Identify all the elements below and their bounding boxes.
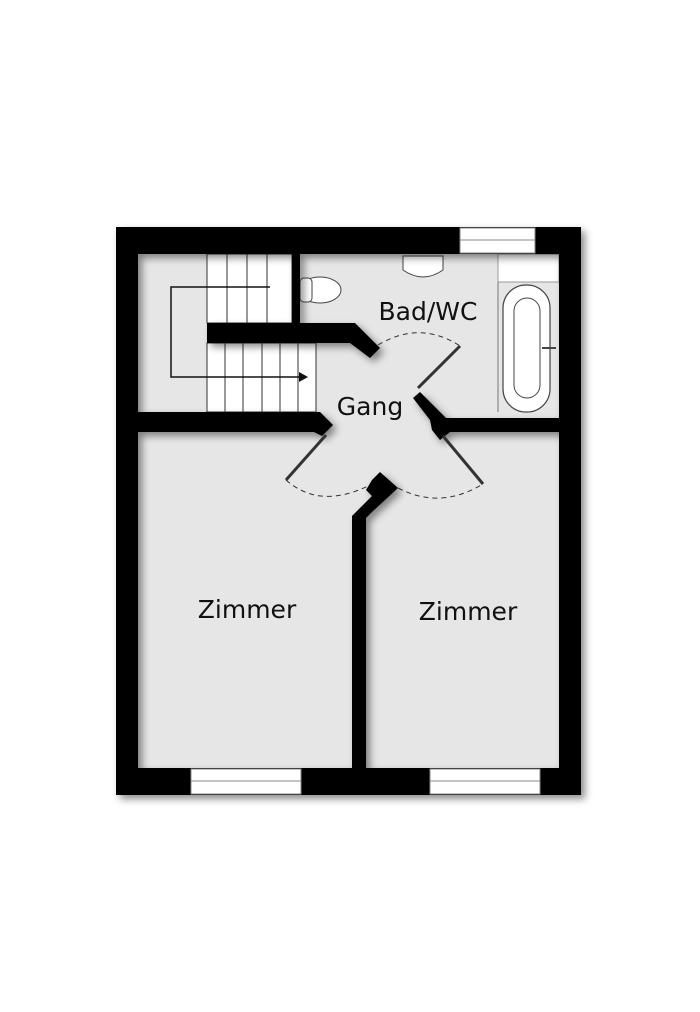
stair-direction-arrow	[170, 286, 305, 378]
door-right-room	[441, 435, 485, 485]
room-label-bedroom-right: Zimmer	[419, 597, 518, 626]
room-label-bathroom: Bad/WC	[379, 297, 478, 326]
door-left-room	[284, 434, 328, 481]
door-bathroom	[416, 344, 462, 390]
doors	[284, 332, 485, 499]
sink-icon	[402, 255, 444, 278]
bathtub	[497, 253, 560, 413]
room-label-bedroom-left: Zimmer	[198, 595, 297, 624]
room-label-hallway: Gang	[337, 392, 403, 421]
windows	[190, 227, 541, 795]
staircase	[170, 253, 317, 413]
